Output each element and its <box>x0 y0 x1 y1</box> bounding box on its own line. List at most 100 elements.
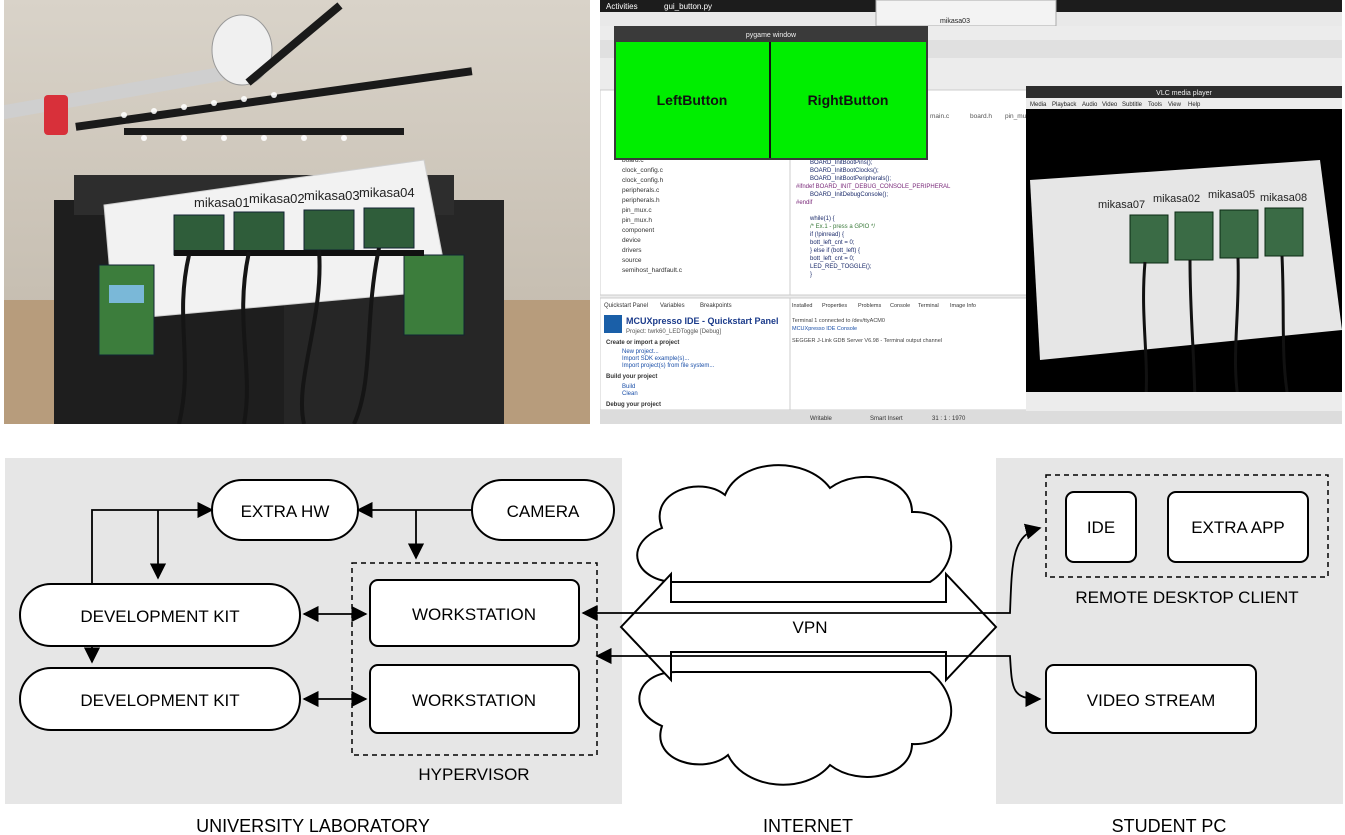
video-stream-node <box>1045 664 1257 734</box>
vlc-board-label: mikasa05 <box>1208 189 1255 201</box>
tree-item[interactable]: semihost_hardfault.c <box>622 267 683 274</box>
qs-link[interactable]: Clean <box>622 391 638 397</box>
video-stream-label: VIDEO STREAM <box>1087 691 1215 710</box>
console-tab[interactable]: Problems <box>858 303 881 309</box>
tree-item[interactable]: component <box>622 227 654 234</box>
remote-toolbar[interactable] <box>875 0 1057 27</box>
tree-item[interactable]: board.c <box>622 157 644 164</box>
workstation-1-node <box>369 579 580 647</box>
tree-item[interactable]: device <box>622 237 641 244</box>
code-line: #endif <box>796 200 813 206</box>
qs-section[interactable]: Debug your project <box>606 402 661 408</box>
rdc-group <box>1045 474 1329 578</box>
console-line: Terminal 1 connected to /dev/ttyACM0 <box>792 318 885 324</box>
mcuxpresso-icon <box>604 315 622 333</box>
code-line: BOARD_InitDebugConsole(); <box>810 192 888 198</box>
hypervisor-label: HYPERVISOR <box>418 765 529 784</box>
panel-tab[interactable]: Breakpoints <box>700 303 732 309</box>
code-line: bott_left_cnt = 0; <box>810 256 855 262</box>
tree-item[interactable]: clock_config.c <box>622 167 664 174</box>
editor-tab[interactable]: pin_mux.c <box>1005 113 1035 120</box>
workstation-2-label: WORKSTATION <box>412 691 536 710</box>
zone-label-lab: UNIVERSITY LABORATORY <box>196 816 430 835</box>
vlc-menu-item[interactable]: Playback <box>1052 102 1077 108</box>
vlc-board-label: mikasa07 <box>1098 199 1145 211</box>
lab-setup-photo: mikasa01 mikasa02 mikasa03 mikasa04 <box>4 0 590 424</box>
console-tab[interactable]: Console <box>890 303 910 309</box>
zone-label-student: STUDENT PC <box>1112 816 1227 835</box>
qs-section[interactable]: Create or import a project <box>606 340 679 346</box>
tree-item[interactable]: pin_mux.h <box>622 217 652 224</box>
edge-devkit-extrahw <box>91 501 214 584</box>
extra-hw-label: EXTRA HW <box>241 502 330 521</box>
code-line: BOARD_InitBootClocks(); <box>810 168 879 174</box>
editor-tab[interactable]: main.c <box>930 113 950 120</box>
edge-ws1-rdc <box>581 523 1042 622</box>
vlc-menu-item[interactable]: Video <box>1102 102 1118 108</box>
console-panel <box>789 297 1031 411</box>
panel-tab[interactable]: Variables <box>660 303 685 309</box>
console-tab[interactable]: Terminal <box>918 303 939 309</box>
lab-board-label: mikasa02 <box>249 191 305 206</box>
tree-item[interactable]: peripherals.h <box>622 197 660 204</box>
search-text: mikasa03 <box>940 18 970 25</box>
code-line: #ifndef BOARD_INIT_DEBUG_CONSOLE_PERIPHE… <box>796 184 951 190</box>
code-line: } else if (bott_left) { <box>810 248 860 254</box>
devkit-2-node <box>19 667 301 731</box>
ide-node <box>1065 491 1137 563</box>
devkit-2-label: DEVELOPMENT KIT <box>80 691 239 710</box>
panel-tab[interactable]: Quickstart Panel <box>604 303 648 309</box>
vpn-label: VPN <box>793 618 828 637</box>
qs-link[interactable]: Import project(s) from file system... <box>622 363 715 369</box>
qs-link[interactable]: Build <box>622 384 635 390</box>
ide-label: IDE <box>1087 518 1115 537</box>
rdc-label: REMOTE DESKTOP CLIENT <box>1075 588 1298 607</box>
console-tab[interactable]: Properties <box>822 303 847 309</box>
tree-item[interactable]: drivers <box>622 247 642 254</box>
tree-item[interactable]: pin_mux.c <box>622 207 652 214</box>
vlc-menu-item[interactable]: View <box>1168 102 1182 108</box>
status-text: Smart Insert <box>870 416 903 422</box>
lab-board-label: mikasa04 <box>359 185 415 200</box>
code-line: while(1) { <box>809 216 835 222</box>
extra-app-node <box>1167 491 1309 563</box>
workstation-1-label: WORKSTATION <box>412 605 536 624</box>
zone-label-internet: INTERNET <box>763 816 853 835</box>
right-button[interactable] <box>771 42 926 158</box>
qs-section[interactable]: Build your project <box>606 374 657 380</box>
activities-button[interactable]: Activities <box>606 2 638 11</box>
editor-tab[interactable]: board.h <box>970 113 992 120</box>
vlc-menu-item[interactable]: Tools <box>1148 102 1162 108</box>
console-tab[interactable]: Image Info <box>950 303 976 309</box>
qs-link[interactable]: Import SDK example(s)... <box>622 356 690 362</box>
qs-link[interactable]: New project... <box>622 349 659 355</box>
code-line: bott_left_cnt = 0; <box>810 240 855 246</box>
remote-desktop-screenshot: Activities gui_button.py mikasa03 board.… <box>600 0 1342 424</box>
camera-label: CAMERA <box>507 502 580 521</box>
extra-app-label: EXTRA APP <box>1191 518 1285 537</box>
devkit-1-label: DEVELOPMENT KIT <box>80 607 239 626</box>
pygame-title: pygame window <box>746 32 797 39</box>
vlc-menu-item[interactable]: Media <box>1030 102 1047 108</box>
vlc-controls[interactable] <box>1026 392 1342 411</box>
lab-board-label: mikasa01 <box>194 195 250 210</box>
vlc-menu-item[interactable]: Subtitle <box>1122 102 1143 108</box>
status-text: 31 : 1 : 1970 <box>932 416 966 422</box>
vlc-board-label: mikasa02 <box>1153 193 1200 205</box>
code-line: if (!pinread) { <box>810 232 844 238</box>
tree-item[interactable]: clock_config.h <box>622 177 664 184</box>
vlc-menu-item[interactable]: Help <box>1188 102 1201 108</box>
tree-item[interactable]: peripherals.c <box>622 187 660 194</box>
tree-item[interactable]: source <box>622 257 642 264</box>
code-line: } <box>810 272 812 278</box>
vlc-title: VLC media player <box>1156 90 1212 97</box>
right-button-label: RightButton <box>808 92 889 108</box>
vlc-menu-item[interactable]: Audio <box>1082 102 1098 108</box>
console-tab[interactable]: Installed <box>792 303 813 309</box>
console-line: MCUXpresso IDE Console <box>792 326 857 332</box>
left-button-label: LeftButton <box>657 92 728 108</box>
vlc-board-label: mikasa08 <box>1260 192 1307 204</box>
left-button[interactable] <box>616 42 769 158</box>
app-menu[interactable]: gui_button.py <box>664 2 712 11</box>
